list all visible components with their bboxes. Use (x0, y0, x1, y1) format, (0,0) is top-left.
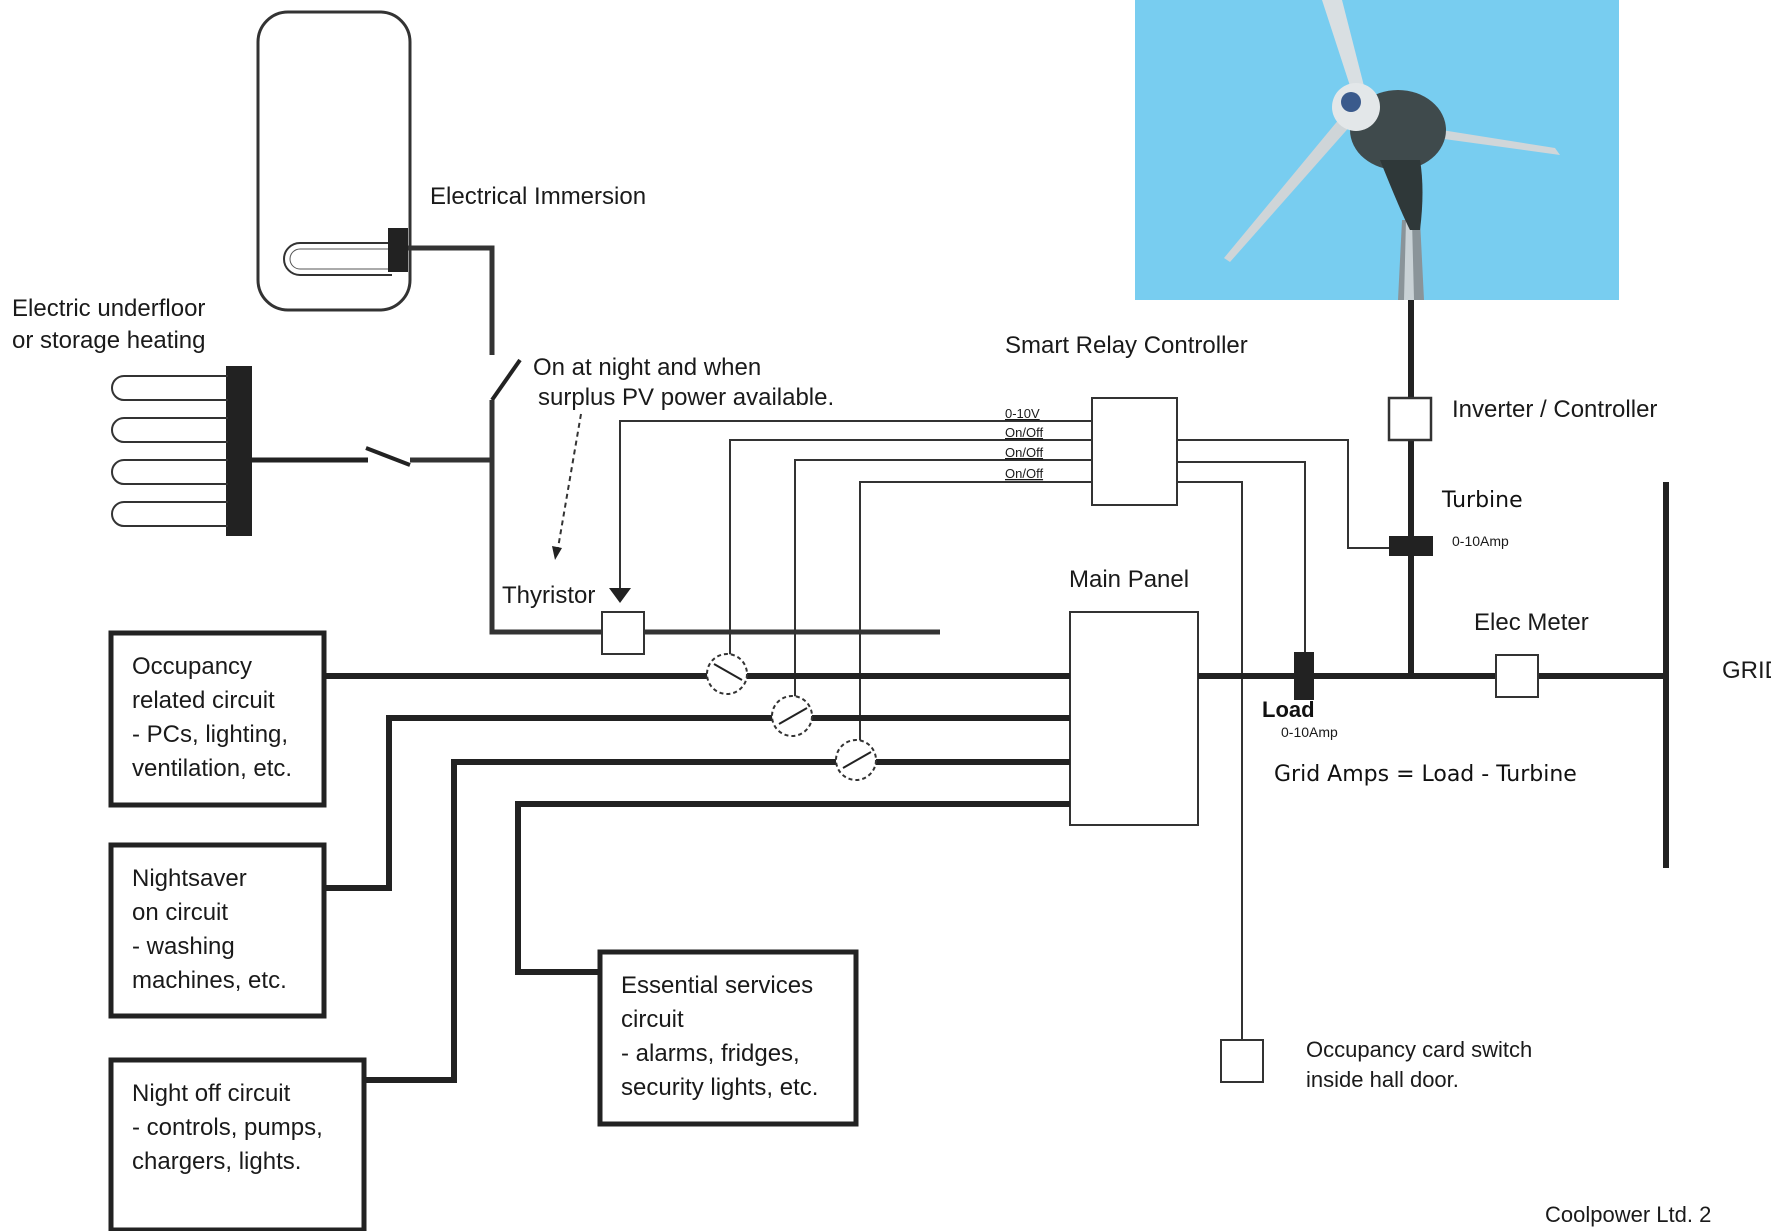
breaker-1 (706, 653, 748, 695)
underfloor-heating-coils (111, 375, 228, 527)
turbine-amp-label: 0-10Amp (1452, 533, 1509, 549)
essential-line-4: security lights, etc. (621, 1074, 818, 1101)
essential-line-3: - alarms, fridges, (621, 1040, 800, 1067)
elec-meter-box (1495, 654, 1539, 698)
electrical-immersion-label: Electrical Immersion (430, 183, 646, 210)
nightsaver-line-1: Nightsaver (132, 865, 247, 892)
smart-relay-label: Smart Relay Controller (1005, 332, 1248, 359)
nightsaver-line-4: machines, etc. (132, 967, 287, 994)
night-off-line-2: - controls, pumps, (132, 1114, 323, 1141)
nightsaver-line-2: on circuit (132, 899, 228, 926)
underfloor-label-1: Electric underfloor (12, 295, 205, 322)
relay-input-1: On/Off (1005, 425, 1043, 440)
night-switch (490, 358, 522, 402)
essential-services-box: Essential services circuit - alarms, fri… (597, 949, 859, 1127)
inverter-label: Inverter / Controller (1452, 396, 1657, 423)
occupancy-line-4: ventilation, etc. (132, 755, 292, 782)
smart-relay-box (1091, 397, 1178, 506)
load-label: Load (1262, 697, 1315, 722)
switch-note-1: On at night and when (533, 354, 761, 381)
night-off-line-3: chargers, lights. (132, 1148, 301, 1175)
hot-water-cylinder (256, 10, 412, 312)
turbine-ct (1389, 536, 1433, 556)
occupancy-card-switch-box (1220, 1039, 1264, 1083)
nightsaver-line-3: - washing (132, 933, 235, 960)
thyristor-box (601, 611, 645, 655)
grid-label: GRID (1722, 657, 1771, 684)
occupancy-line-1: Occupancy (132, 653, 252, 680)
main-panel-box (1069, 611, 1199, 826)
wind-turbine-image (1135, 0, 1619, 300)
footer-credit: Coolpower Ltd. 2 (1545, 1202, 1711, 1227)
immersion-element (283, 242, 392, 276)
underfloor-label-2: or storage heating (12, 327, 205, 354)
occupancy-card-label-2: inside hall door. (1306, 1067, 1459, 1092)
grid-amps-formula: Grid Amps = Load - Turbine (1274, 762, 1577, 787)
relay-input-0: 0-10V (1005, 406, 1040, 421)
occupancy-circuit-box: Occupancy related circuit - PCs, lightin… (108, 630, 327, 808)
night-off-line-1: Night off circuit (132, 1080, 291, 1107)
relay-input-labels: 0-10V On/Off On/Off On/Off (1005, 406, 1043, 481)
thyristor-label: Thyristor (502, 582, 595, 609)
occupancy-line-3: - PCs, lighting, (132, 721, 288, 748)
relay-input-3: On/Off (1005, 466, 1043, 481)
essential-line-1: Essential services (621, 972, 813, 999)
immersion-terminal (388, 228, 408, 272)
main-panel-label: Main Panel (1069, 566, 1189, 593)
relay-input-2: On/Off (1005, 445, 1043, 460)
occupancy-card-label-1: Occupancy card switch (1306, 1037, 1532, 1062)
inverter-box (1387, 396, 1433, 442)
elec-meter-label: Elec Meter (1474, 609, 1589, 636)
load-ct (1294, 652, 1314, 700)
nightsaver-circuit-box: Nightsaver on circuit - washing machines… (108, 842, 327, 1019)
underfloor-heater-bar (226, 366, 252, 536)
load-amp-label: 0-10Amp (1281, 724, 1338, 740)
heating-switch (365, 446, 411, 467)
relay-breakers (706, 653, 877, 781)
occupancy-line-2: related circuit (132, 687, 275, 714)
night-off-circuit-box: Night off circuit - controls, pumps, cha… (108, 1057, 367, 1231)
switch-note-2: surplus PV power available. (538, 384, 834, 411)
essential-line-2: circuit (621, 1006, 684, 1033)
turbine-label: Turbine (1441, 488, 1523, 513)
